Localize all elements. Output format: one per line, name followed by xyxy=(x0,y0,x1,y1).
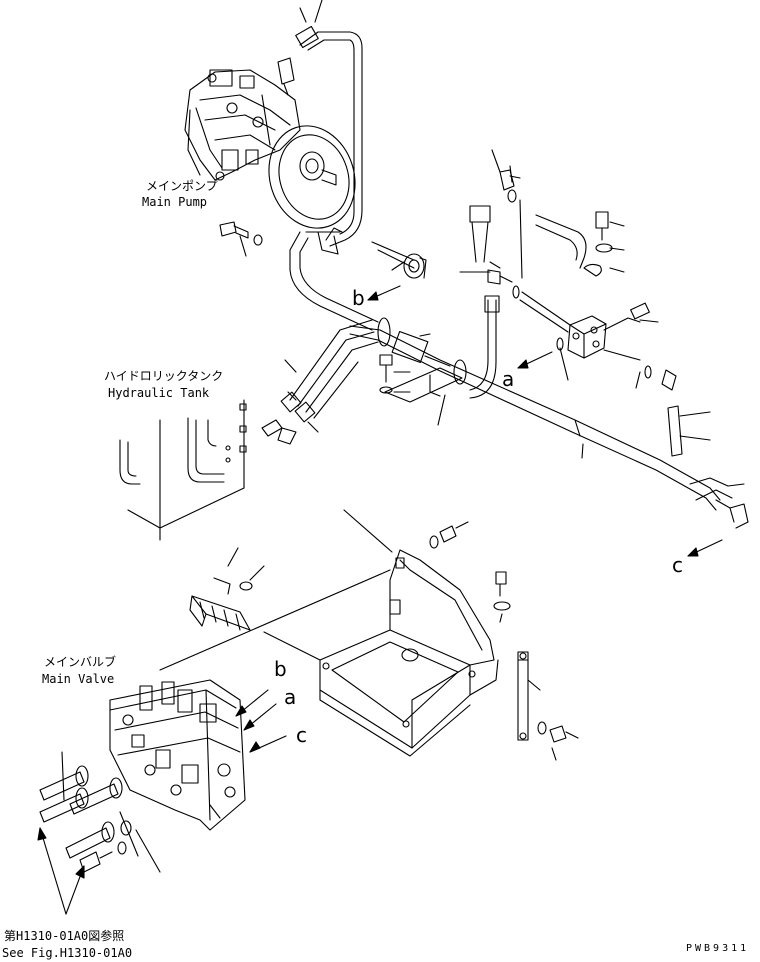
callout-a-top: a xyxy=(502,367,514,391)
arrow-b-top-head xyxy=(367,291,379,301)
hyd-tank-label-en: Hydraulic Tank xyxy=(108,386,210,400)
support-bar xyxy=(517,651,541,741)
tank-return-hoses xyxy=(261,319,379,445)
arrow-a-top-head xyxy=(517,359,529,369)
valve-bracket xyxy=(159,549,499,757)
reference-label-en: See Fig.H1310-01A0 xyxy=(2,946,132,960)
pump-suction-hose xyxy=(295,0,363,247)
main-valve-label-en: Main Valve xyxy=(42,672,114,686)
main-pump xyxy=(184,57,356,229)
hose-c xyxy=(715,499,749,529)
main-pump-label-jp: メインポンプ xyxy=(146,179,218,193)
hyd-tank-label-jp: ハイドロリックタンク xyxy=(104,369,223,383)
callout-b-valve: b xyxy=(274,657,287,681)
leader-lines xyxy=(239,149,745,487)
callout-c-valve: c xyxy=(296,723,307,747)
main-pump-label-en: Main Pump xyxy=(142,195,207,209)
manifold-block xyxy=(189,547,265,631)
bolt-1 xyxy=(219,221,263,246)
valve-arrows xyxy=(235,689,287,753)
valve-bolts xyxy=(39,751,161,873)
callout-a-valve: a xyxy=(284,685,296,709)
hose-b xyxy=(371,241,427,279)
main-valve-label-jp: メインバルブ xyxy=(44,654,116,669)
callout-b-top: b xyxy=(352,286,365,310)
pilot-valve-block xyxy=(519,291,652,379)
main-line-pipe xyxy=(349,317,733,511)
fittings-upper-right xyxy=(469,169,683,457)
callout-c-top: c xyxy=(672,553,683,577)
main-valve xyxy=(109,679,246,831)
arrow-c-top-head xyxy=(687,547,699,557)
hose-a xyxy=(469,269,513,399)
hydraulic-tank xyxy=(119,399,247,541)
reference-label-jp: 第H1310-01A0図参照 xyxy=(4,928,124,943)
drawing-code: PWB9311 xyxy=(686,943,750,954)
bracket-bolts xyxy=(343,509,579,761)
reference-pointers xyxy=(37,827,85,915)
pump-delivery-pipe xyxy=(289,227,379,331)
clamp-bracket xyxy=(379,354,463,426)
